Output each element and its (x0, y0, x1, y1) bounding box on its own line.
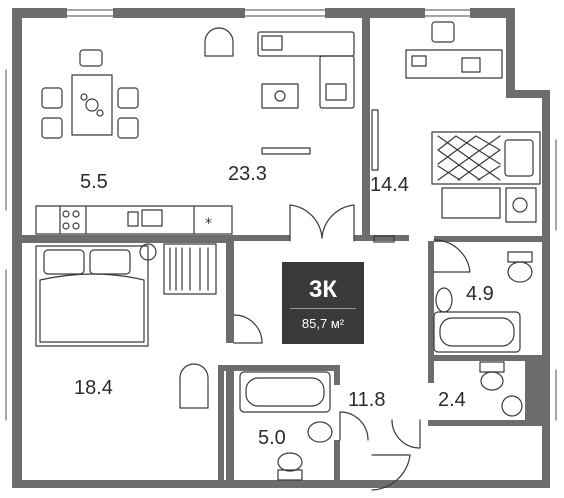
hall-wardrobe (373, 235, 395, 243)
toilet-center (277, 452, 303, 481)
wardrobe-left (163, 243, 217, 295)
area-bedroom-right: 14.4 (370, 174, 409, 196)
dining-chairs (41, 49, 139, 139)
rug-right (441, 187, 537, 223)
area-bath-right: 4.9 (466, 283, 494, 305)
sink-center (307, 421, 333, 443)
wardrobe (371, 109, 379, 171)
kitchen-counter (35, 205, 233, 235)
area-bedroom-left: 18.4 (74, 377, 113, 399)
bathtub-center (239, 371, 331, 413)
area-wc: 2.4 (438, 389, 466, 411)
toilet-wc (479, 361, 505, 391)
badge-divider (290, 308, 356, 309)
area-living: 23.3 (228, 163, 267, 185)
nightstand (139, 243, 157, 261)
armchair (204, 27, 234, 57)
bed-right (431, 131, 541, 185)
apartment-badge: 3К 85,7 м² (282, 262, 364, 344)
windows (5, 9, 557, 421)
toilet-right (507, 251, 533, 283)
bathtub-right (433, 311, 521, 353)
sink-right (435, 287, 453, 313)
area-hall: 11.8 (348, 389, 386, 411)
coffee-table (261, 83, 299, 109)
doors (233, 204, 471, 491)
armchair-left (179, 363, 209, 409)
apartment-type: 3К (309, 276, 337, 303)
tv-unit-living (261, 147, 311, 155)
sofa (257, 31, 355, 109)
svg-text:*: * (205, 216, 212, 232)
sink-wc (501, 395, 523, 417)
dining-table (71, 74, 113, 136)
area-kitchen: 5.5 (80, 171, 108, 193)
apartment-total-area: 85,7 м² (301, 316, 345, 331)
area-bath-center: 5.0 (258, 427, 286, 449)
outer-walls (12, 8, 550, 488)
bed-left (35, 245, 149, 347)
desk (405, 21, 503, 79)
